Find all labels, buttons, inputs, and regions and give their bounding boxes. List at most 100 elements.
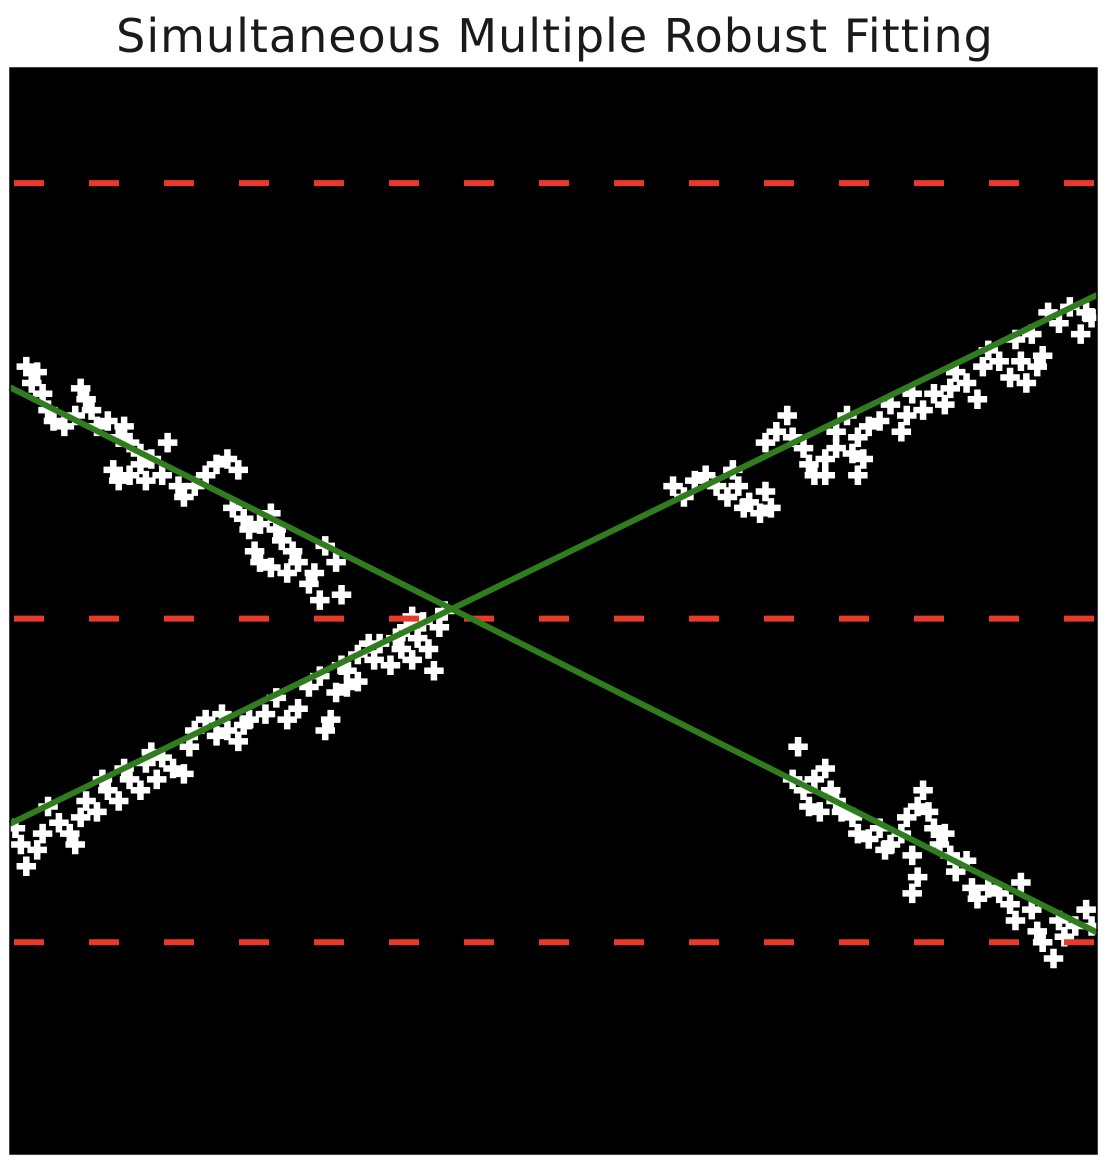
data-point [810, 802, 830, 822]
data-point [935, 394, 955, 415]
data-point [310, 590, 330, 610]
data-point [11, 834, 31, 855]
data-point [1005, 329, 1026, 350]
data-point [924, 384, 944, 404]
data-point [1081, 308, 1102, 328]
data-point [326, 552, 346, 572]
data-point [875, 840, 895, 860]
data-point [945, 861, 966, 882]
data-point [967, 389, 988, 409]
data-point [98, 780, 118, 800]
data-point [782, 427, 803, 447]
data-point [913, 400, 933, 420]
data-point [277, 709, 297, 730]
data-point [337, 660, 357, 681]
data-point [429, 617, 450, 638]
data-point [902, 384, 922, 404]
data-point [157, 432, 178, 453]
data-point [174, 764, 194, 784]
data-point [76, 791, 96, 811]
data-point [407, 628, 428, 648]
data-point [1011, 872, 1031, 893]
data-point [897, 807, 917, 828]
data-point [288, 552, 308, 572]
data-point [331, 584, 352, 605]
data-point [940, 378, 961, 399]
data-point [32, 384, 53, 404]
data-point [119, 769, 140, 790]
data-point [907, 867, 928, 887]
data-point [820, 780, 841, 800]
data-point [228, 460, 249, 480]
data-point [793, 438, 814, 458]
data-point [685, 470, 705, 491]
data-point [967, 889, 988, 909]
data-point [869, 411, 890, 431]
data-point [65, 405, 85, 426]
data-point [250, 552, 270, 572]
data-point [244, 541, 265, 562]
data-point [348, 671, 368, 692]
fitted-line-2 [8, 292, 1099, 827]
data-point [907, 796, 928, 817]
data-point [228, 731, 249, 752]
data-point [1081, 916, 1102, 936]
data-point [755, 432, 776, 453]
data-point [842, 443, 863, 464]
chart-title: Simultaneous Multiple Robust Fitting [116, 9, 994, 63]
data-point [38, 400, 58, 420]
data-point [152, 747, 172, 768]
data-point [1076, 899, 1096, 920]
data-point [168, 476, 189, 496]
data-point [799, 454, 819, 475]
data-point [212, 704, 232, 724]
data-point [418, 639, 439, 659]
point-cluster-1 [16, 356, 352, 610]
data-point [206, 454, 227, 475]
data-point [163, 758, 183, 779]
data-point [266, 688, 287, 708]
data-point [43, 411, 64, 431]
data-point [1016, 373, 1037, 393]
data-point [1011, 351, 1031, 371]
data-point [206, 726, 227, 746]
data-point [1032, 932, 1053, 952]
data-point [695, 465, 716, 485]
data-point [733, 498, 754, 518]
data-point [1032, 346, 1053, 366]
data-point [60, 823, 80, 844]
data-point [119, 465, 140, 485]
data-point [81, 400, 102, 420]
data-point [130, 780, 151, 800]
data-point [146, 769, 167, 790]
data-point [27, 362, 47, 382]
data-point [299, 677, 319, 697]
data-point [956, 851, 977, 871]
data-point [924, 818, 944, 838]
data-point [49, 813, 69, 833]
data-point [1070, 324, 1091, 344]
data-point [815, 465, 835, 485]
data-point [815, 449, 835, 469]
data-point [1043, 948, 1064, 969]
data-point [364, 650, 384, 670]
data-point [728, 476, 749, 496]
data-point [255, 704, 276, 724]
data-point [391, 639, 412, 659]
data-point [358, 633, 379, 654]
data-point [299, 574, 319, 594]
data-point [1065, 916, 1086, 936]
data-point [103, 460, 124, 480]
data-point [858, 829, 879, 849]
data-point [989, 883, 1009, 904]
data-point [945, 362, 966, 382]
data-point [114, 416, 134, 437]
plot-background [10, 68, 1097, 1154]
data-point [174, 487, 194, 507]
data-point [223, 498, 243, 518]
data-point [766, 422, 787, 442]
data-point [869, 818, 890, 838]
plot-frame [9, 67, 1098, 1155]
data-point [902, 845, 922, 866]
